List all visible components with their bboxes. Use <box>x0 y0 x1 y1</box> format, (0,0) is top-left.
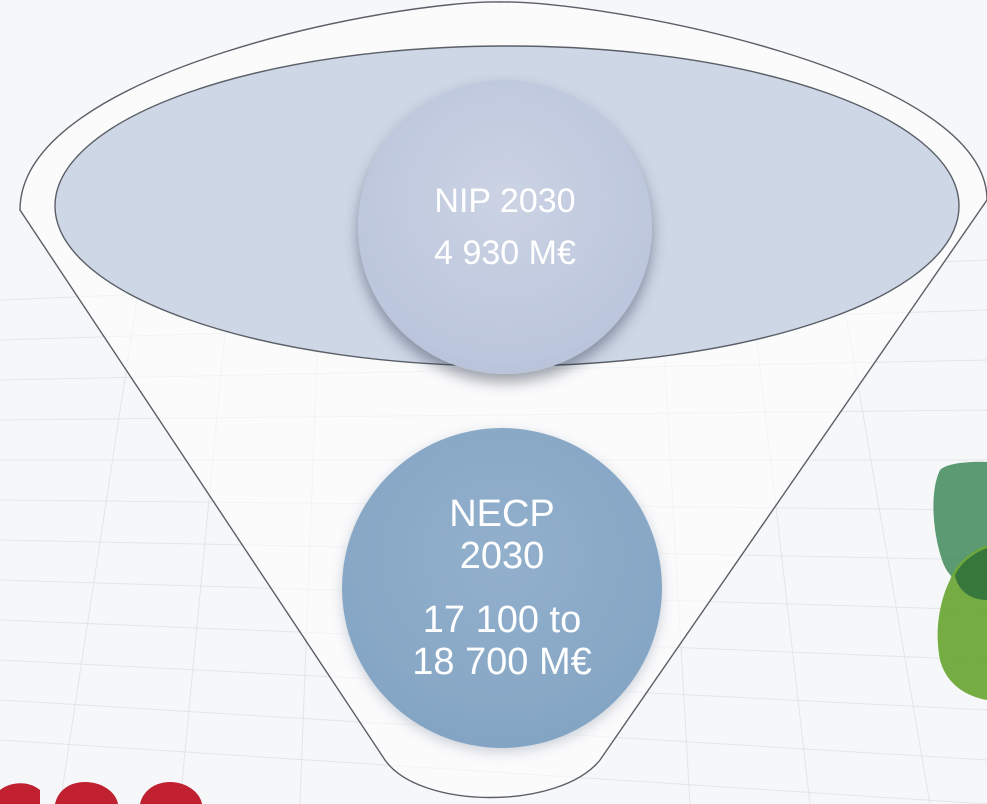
nip-amount: 4 930 M€ <box>434 234 576 272</box>
necp-year: 2030 <box>459 535 545 577</box>
nip-2030-circle: NIP 2030 4 930 M€ <box>358 80 652 374</box>
nip-title: NIP 2030 <box>434 182 576 220</box>
necp-2030-circle: NECP 2030 17 100 to 18 700 M€ <box>342 428 662 748</box>
necp-title: NECP <box>449 493 555 535</box>
necp-range-end: 18 700 M€ <box>412 641 592 683</box>
necp-range-start: 17 100 to <box>422 599 582 641</box>
